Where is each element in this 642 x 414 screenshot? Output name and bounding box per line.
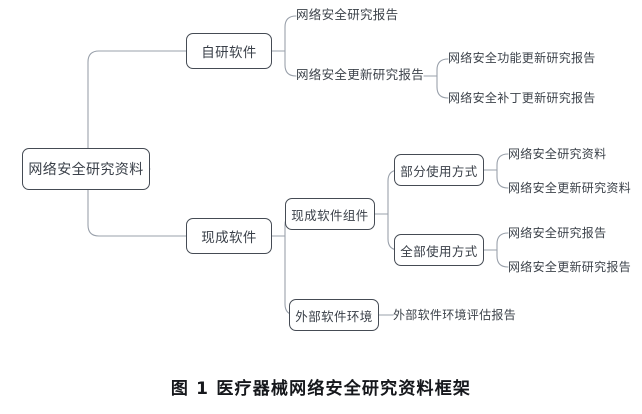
node-external-software-environment[interactable]: 外部软件环境 — [289, 299, 379, 331]
node-self-developed-software[interactable]: 自研软件 — [186, 33, 272, 69]
node-ots-software[interactable]: 现成软件 — [186, 218, 272, 254]
leaf-full-security-research-report[interactable]: 网络安全研究报告 — [508, 226, 607, 240]
leaf-external-software-environment-assessment-report[interactable]: 外部软件环境评估报告 — [393, 308, 517, 322]
wire-update-to-patch — [436, 86, 449, 99]
leaf-self-dev-security-research-report[interactable]: 网络安全研究报告 — [296, 8, 399, 22]
node-root[interactable]: 网络安全研究资料 — [22, 148, 150, 190]
leaf-security-feature-update-research-report[interactable]: 网络安全功能更新研究报告 — [448, 51, 596, 65]
wire-full-to-update-report — [496, 255, 509, 268]
figure-caption: 图 1 医疗器械网络安全研究资料框架 — [170, 379, 472, 399]
wire-update-to-feature — [436, 58, 449, 71]
wire-root-to-ots — [87, 224, 187, 237]
wire-partial-to-update-material — [496, 176, 509, 189]
leaf-security-patch-update-research-report[interactable]: 网络安全补丁更新研究报告 — [448, 91, 596, 105]
wire-root-to-selfdev — [87, 50, 187, 63]
leaf-full-security-update-research-report[interactable]: 网络安全更新研究报告 — [508, 260, 632, 274]
leaf-self-dev-security-update-research-report[interactable]: 网络安全更新研究报告 — [296, 68, 425, 82]
node-full-use-mode[interactable]: 全部使用方式 — [394, 234, 484, 266]
leaf-partial-security-update-research-material[interactable]: 网络安全更新研究资料 — [508, 181, 632, 195]
wire-selfdev-to-report — [284, 15, 297, 28]
wire-selfdev-to-update — [284, 64, 297, 77]
leaf-partial-security-research-material[interactable]: 网络安全研究资料 — [508, 147, 607, 161]
wire-partial-to-material — [496, 153, 509, 166]
wire-full-to-report — [496, 232, 509, 245]
node-partial-use-mode[interactable]: 部分使用方式 — [394, 154, 484, 186]
node-ots-component[interactable]: 现成软件组件 — [285, 198, 375, 230]
